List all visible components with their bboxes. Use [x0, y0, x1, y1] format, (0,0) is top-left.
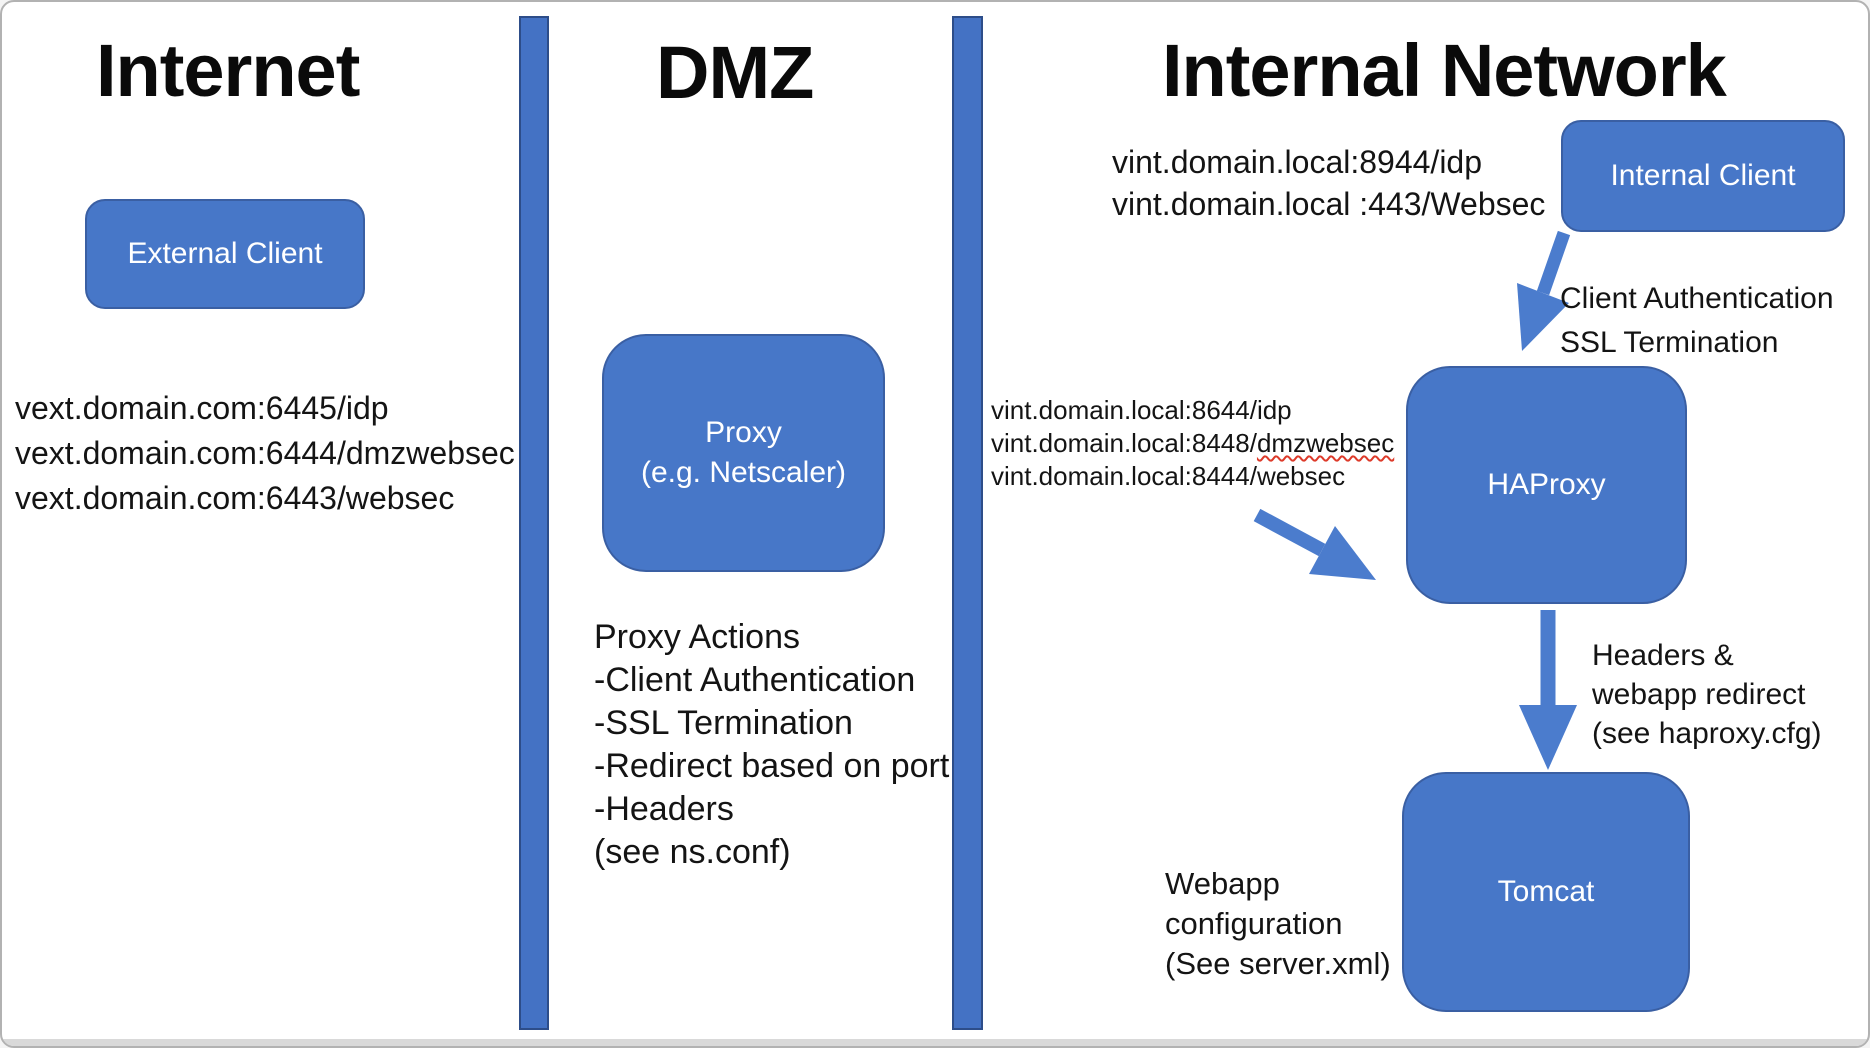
proxy-label-line1: Proxy	[705, 416, 782, 449]
zone-title-internal-network: Internal Network	[1162, 29, 1727, 112]
external-endpoint: vext.domain.com:6444/dmzwebsec	[15, 435, 515, 471]
external-client-node: External Client	[85, 199, 365, 309]
haproxy-endpoint: vint.domain.local:8444/websec	[991, 461, 1346, 491]
internal-client-endpoints-list: vint.domain.local:8944/idp vint.domain.l…	[1112, 141, 1545, 225]
external-endpoints-list: vext.domain.com:6445/idp vext.domain.com…	[15, 386, 515, 521]
internal-client-node: Internal Client	[1561, 120, 1845, 232]
window-bottom-edge	[2, 1039, 1868, 1046]
external-endpoint: vext.domain.com:6443/websec	[15, 480, 455, 516]
internal-client-endpoint: vint.domain.local :443/Websec	[1112, 186, 1546, 222]
tomcat-config-note: Webapp configuration (See server.xml)	[1165, 864, 1391, 984]
tomcat-config-note-line: (See server.xml)	[1165, 946, 1391, 981]
haproxy-node: HAProxy	[1406, 366, 1687, 604]
haproxy-arrow-note-line: Headers &	[1592, 639, 1734, 672]
arrow-endpoints-to-haproxy	[1253, 508, 1376, 580]
spellcheck-flagged-word: dmzwebsec	[1256, 428, 1395, 458]
haproxy-endpoint: vint.domain.local:8644/idp	[991, 395, 1292, 425]
internal-client-label: Internal Client	[1610, 159, 1796, 192]
proxy-label-line2: (e.g. Netscaler)	[640, 456, 847, 489]
arrow-haproxy-to-tomcat	[1519, 610, 1577, 770]
proxy-actions-line: -SSL Termination	[594, 704, 853, 742]
proxy-actions-line: -Redirect based on port	[594, 747, 950, 785]
client-auth-arrow-note: Client Authentication SSL Termination	[1560, 277, 1834, 365]
haproxy-endpoints-list: vint.domain.local:8644/idp vint.domain.l…	[991, 394, 1394, 493]
zone-title-dmz: DMZ	[656, 31, 814, 114]
proxy-actions-line: Proxy Actions	[594, 618, 800, 656]
internal-client-endpoint: vint.domain.local:8944/idp	[1112, 144, 1483, 180]
proxy-actions-line: (see ns.conf)	[594, 833, 791, 871]
haproxy-arrow-note-line: (see haproxy.cfg)	[1592, 717, 1822, 750]
tomcat-node: Tomcat	[1402, 772, 1690, 1012]
tomcat-config-note-line: Webapp	[1165, 866, 1280, 901]
external-endpoint: vext.domain.com:6445/idp	[15, 390, 389, 426]
client-auth-note-line: SSL Termination	[1560, 326, 1779, 359]
zone-divider-internet-dmz	[519, 16, 549, 1030]
zone-divider-dmz-internal	[952, 16, 983, 1030]
proxy-node: Proxy (e.g. Netscaler)	[602, 334, 885, 572]
haproxy-arrow-note-line: webapp redirect	[1592, 678, 1806, 711]
zone-title-internet: Internet	[96, 29, 360, 112]
haproxy-arrow-note: Headers & webapp redirect (see haproxy.c…	[1592, 636, 1822, 753]
haproxy-label: HAProxy	[1487, 468, 1606, 501]
client-auth-note-line: Client Authentication	[1560, 282, 1834, 315]
proxy-actions-line: -Headers	[594, 790, 734, 828]
tomcat-config-note-line: configuration	[1165, 906, 1343, 941]
proxy-actions-note: Proxy Actions -Client Authentication -SS…	[594, 616, 949, 874]
external-client-label: External Client	[127, 237, 323, 270]
proxy-actions-line: -Client Authentication	[594, 661, 916, 699]
haproxy-endpoint: vint.domain.local:8448/dmzwebsec	[991, 428, 1395, 458]
tomcat-label: Tomcat	[1497, 875, 1595, 908]
